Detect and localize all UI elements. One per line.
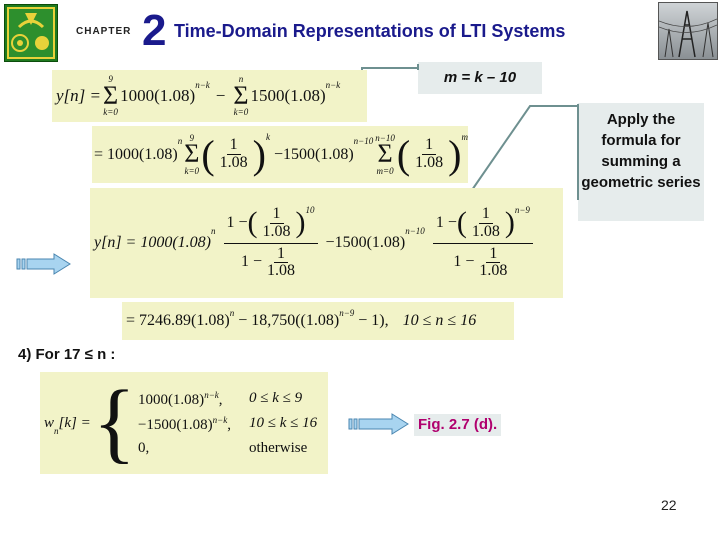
eq2-frac2-num: 1 bbox=[422, 136, 437, 155]
eq1-sum2-lower: k=0 bbox=[233, 107, 249, 118]
eq4-range: 10 ≤ n ≤ 16 bbox=[402, 312, 477, 329]
eq3-inner-frac-3: 1 1.08 bbox=[469, 205, 503, 241]
eq2-sum1-lower: k=0 bbox=[184, 165, 200, 176]
eq3-exp-n: n bbox=[211, 226, 216, 236]
geometric-series-callout: Apply the formula for summing a geometri… bbox=[578, 103, 704, 221]
eq3-inner-frac-4: 1 1.08 bbox=[476, 245, 510, 281]
eq2-exp-n: n bbox=[177, 136, 183, 146]
eq3-inner4-den: 1.08 bbox=[479, 262, 508, 280]
eq5-row3: 0, bbox=[137, 439, 150, 456]
eq2-middle: −1500(1.08) bbox=[273, 145, 354, 163]
eq2-exp-mid: n−10 bbox=[353, 136, 374, 146]
eq5-row1-exp: n−k bbox=[204, 389, 219, 400]
eq5-sub: n bbox=[54, 426, 59, 436]
eq1-sum1-upper: 9 bbox=[108, 74, 113, 85]
eq4-text-1: = 7246.89(1.08) bbox=[126, 312, 230, 329]
eq5-row2: −1500(1.08) bbox=[137, 416, 213, 433]
eq1-term-1: 1000(1.08) bbox=[120, 86, 196, 105]
geometric-connector bbox=[471, 104, 579, 200]
eq3-middle: −1500(1.08) bbox=[325, 234, 406, 251]
eq2-fraction-2: 1 1.08 bbox=[412, 136, 446, 172]
page-number: 22 bbox=[661, 497, 677, 513]
eq3-inner4-num: 1 bbox=[486, 245, 501, 264]
eq5-row2-cond: 10 ≤ k ≤ 16 bbox=[248, 414, 318, 431]
equation-2: = 1000(1.08)n 9 Σ k=0 ( 1 1.08 )k −1500(… bbox=[92, 126, 468, 183]
chapter-number: 2 bbox=[142, 6, 167, 55]
chapter-label: CHAPTER bbox=[76, 26, 132, 37]
substitution-callout: m = k – 10 bbox=[418, 62, 542, 94]
eq3-inner3-num: 1 bbox=[478, 205, 493, 224]
eq3-inner1-num: 1 bbox=[269, 205, 284, 224]
equation-1: y[n] = 9 Σ k=0 1000(1.08)n−k − n Σ k=0 1… bbox=[52, 70, 367, 122]
eq2-frac1-den: 1.08 bbox=[219, 154, 248, 171]
eq2-prefix: = 1000(1.08) bbox=[94, 145, 178, 163]
eq1-sum1-lower: k=0 bbox=[103, 107, 118, 118]
eq3-inner-frac-1: 1 1.08 bbox=[260, 205, 294, 241]
eq3-inner3-den: 1.08 bbox=[471, 222, 500, 240]
eq4-text-2: − 18,750((1.08) bbox=[238, 312, 340, 329]
eq5-row1: 1000(1.08) bbox=[137, 391, 205, 408]
power-lines-image bbox=[658, 2, 718, 60]
eq3-lhs: y[n] = 1000(1.08) bbox=[94, 234, 212, 251]
eq4-exp-n: n bbox=[229, 308, 235, 318]
eq3-fraction-2: 1 − ( 1 1.08 )n−9 1 − 1 1.08 bbox=[432, 204, 533, 281]
eq1-term-2: 1500(1.08) bbox=[250, 86, 326, 105]
eq1-sum-1: 9 Σ k=0 bbox=[103, 74, 119, 118]
eq3-exp-mid: n−10 bbox=[405, 226, 425, 236]
equation-4: = 7246.89(1.08)n − 18,750((1.08)n−9 − 1)… bbox=[122, 302, 514, 340]
eq1-exp-1: n−k bbox=[195, 80, 210, 90]
case-heading: 4) For 17 ≤ n : bbox=[18, 346, 116, 363]
eq5-row1-cond: 0 ≤ k ≤ 9 bbox=[248, 389, 303, 406]
step-arrow-icon bbox=[16, 253, 71, 275]
eq2-sum2-upper: n−10 bbox=[375, 132, 395, 143]
eq3-inner2-den: 1.08 bbox=[267, 262, 296, 280]
eq2-frac2-den: 1.08 bbox=[415, 154, 444, 171]
figure-arrow-icon bbox=[348, 413, 409, 435]
eq4-exp-n9: n−9 bbox=[339, 308, 355, 318]
eq2-sum2-lower: m=0 bbox=[376, 165, 394, 176]
university-logo bbox=[4, 4, 58, 62]
eq2-frac1-num: 1 bbox=[226, 136, 241, 155]
eq5-row2-exp: n−k bbox=[212, 414, 228, 425]
eq1-exp-2: n−k bbox=[325, 80, 341, 90]
eq2-sum1-upper: 9 bbox=[189, 132, 195, 143]
eq2-fraction-1: 1 1.08 bbox=[217, 136, 251, 172]
eq1-lhs: y[n] = bbox=[56, 86, 101, 105]
eq5-row3-cond: otherwise bbox=[248, 439, 308, 456]
eq3-fraction-1: 1 − ( 1 1.08 )10 1 − 1 1.08 bbox=[223, 204, 318, 281]
eq2-exp-k: k bbox=[265, 132, 270, 142]
eq2-exp-m: m bbox=[461, 132, 468, 142]
eq3-den2-minus: 1 − bbox=[453, 253, 475, 271]
eq2-sum-1: 9 Σ k=0 bbox=[184, 132, 200, 176]
eq3-inner-frac-2: 1 1.08 bbox=[264, 245, 298, 281]
eq3-inner2-num: 1 bbox=[274, 245, 289, 264]
eq5-lhs-rest: [k] = bbox=[58, 414, 91, 431]
eq3-num1-minus: 1 − bbox=[226, 213, 248, 231]
eq1-sum-2: n Σ k=0 bbox=[233, 74, 249, 118]
eq5-lhs: w bbox=[44, 414, 55, 431]
eq3-den1-minus: 1 − bbox=[241, 253, 263, 271]
eq3-exp-n9: n−9 bbox=[514, 204, 530, 215]
equation-3: y[n] = 1000(1.08)n 1 − ( 1 1.08 )10 1 − … bbox=[90, 188, 563, 298]
eq3-exp-10: 10 bbox=[305, 204, 315, 215]
geometric-series-text: Apply the formula for summing a geometri… bbox=[581, 111, 701, 191]
figure-reference-text: Fig. 2.7 (d). bbox=[418, 416, 498, 433]
substitution-text: m = k – 10 bbox=[443, 69, 517, 86]
eq4-text-3: − 1), bbox=[358, 312, 389, 329]
eq2-sum-2: n−10 Σ m=0 bbox=[375, 132, 395, 176]
eq3-inner1-den: 1.08 bbox=[262, 222, 291, 240]
eq1-sum2-upper: n bbox=[238, 74, 244, 85]
figure-reference: Fig. 2.7 (d). bbox=[414, 414, 502, 436]
page-title: Time-Domain Representations of LTI Syste… bbox=[174, 21, 566, 41]
eq3-num2-minus: 1 − bbox=[435, 213, 457, 231]
